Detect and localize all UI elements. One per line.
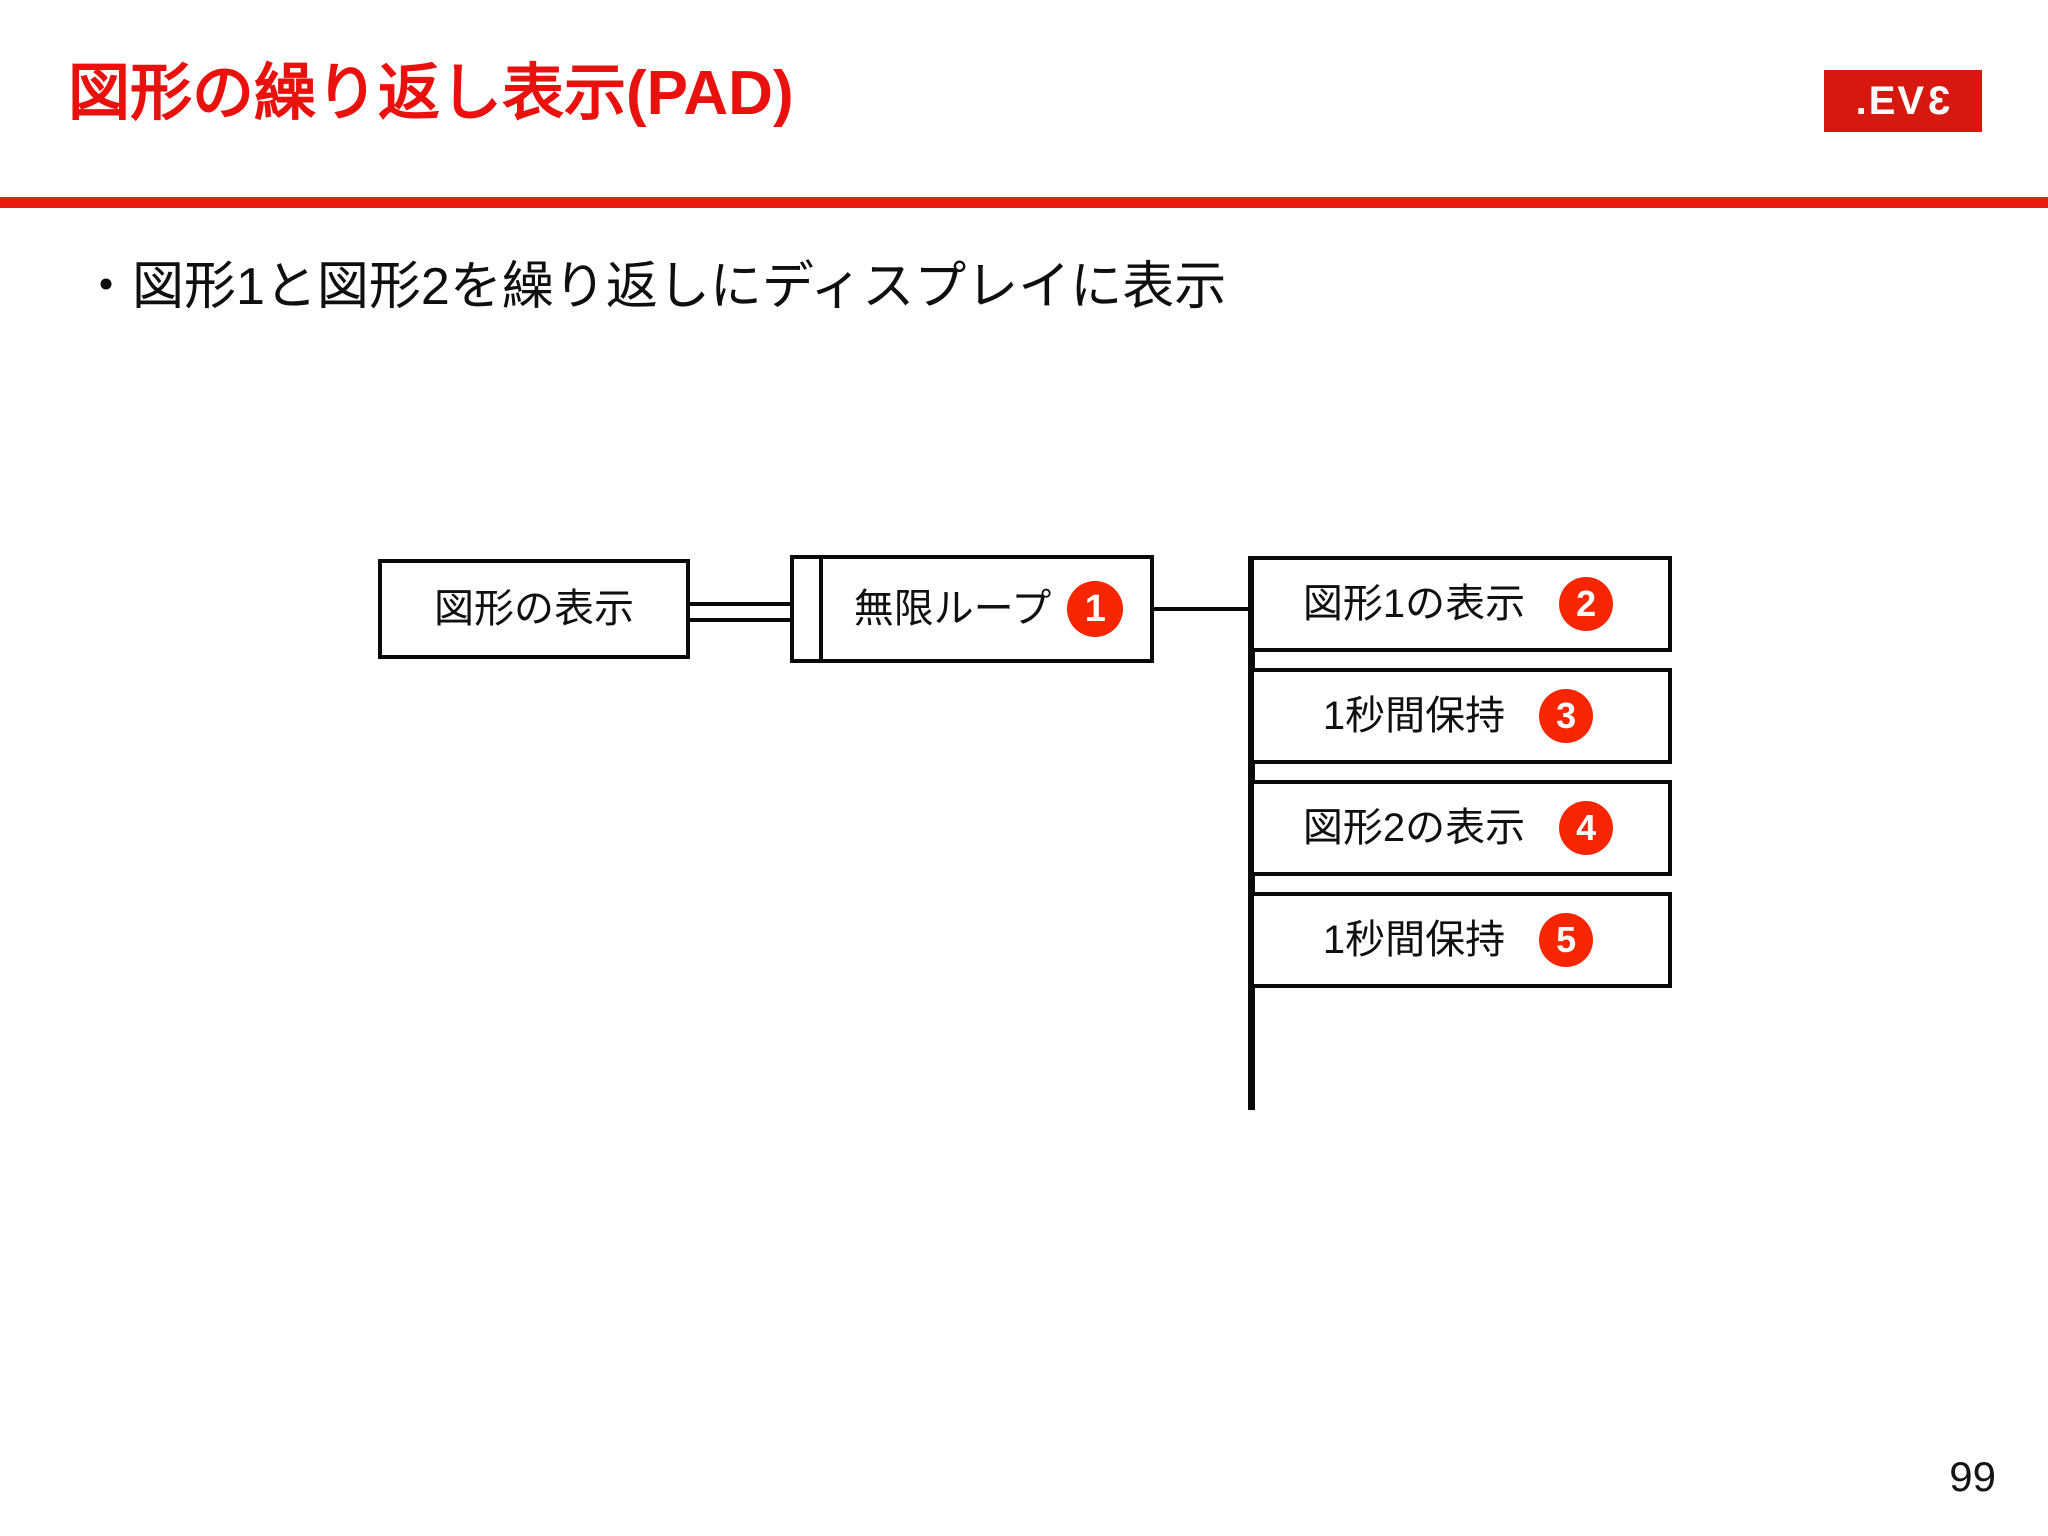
ev3-logo-text: .EV3 bbox=[1855, 79, 1951, 123]
pad-box-step-3-label: 図形2の表示 bbox=[1302, 806, 1526, 850]
connector-root-to-loop-line-upper bbox=[688, 602, 792, 606]
page-number: 99 bbox=[1949, 1453, 1996, 1500]
pad-box-loop: 無限ループ 1 bbox=[790, 555, 1154, 663]
pad-loop-content: 無限ループ 1 bbox=[827, 559, 1150, 659]
header-divider-rule bbox=[0, 197, 2048, 208]
connector-root-to-loop-line-lower bbox=[688, 618, 792, 622]
pad-box-step-1-label: 図形1の表示 bbox=[1302, 582, 1526, 626]
step-badge-5: 5 bbox=[1539, 913, 1594, 967]
page-title: 図形の繰り返し表示(PAD) bbox=[68, 59, 794, 128]
step-badge-3: 3 bbox=[1539, 689, 1594, 743]
pad-box-step-4-label: 1秒間保持 bbox=[1322, 918, 1506, 962]
pad-box-step-4: 1秒間保持 5 bbox=[1250, 892, 1672, 988]
connector-loop-to-spine bbox=[1152, 607, 1252, 611]
pad-step-3-inner: 図形2の表示 4 bbox=[1254, 784, 1668, 872]
pad-box-step-2: 1秒間保持 3 bbox=[1250, 668, 1672, 764]
ev3-logo: .EV3 bbox=[1824, 70, 1982, 132]
pad-box-root: 図形の表示 bbox=[378, 559, 690, 659]
logo-text-prefix: .EV bbox=[1855, 79, 1927, 123]
step-badge-2: 2 bbox=[1559, 577, 1614, 631]
pad-box-root-label: 図形の表示 bbox=[434, 587, 634, 631]
step-badge-1: 1 bbox=[1067, 581, 1124, 637]
pad-box-step-1: 図形1の表示 2 bbox=[1250, 556, 1672, 652]
pad-step-2-inner: 1秒間保持 3 bbox=[1254, 672, 1668, 760]
pad-box-step-3: 図形2の表示 4 bbox=[1250, 780, 1672, 876]
step-badge-4: 4 bbox=[1559, 801, 1614, 855]
pad-box-step-2-label: 1秒間保持 bbox=[1322, 694, 1506, 738]
pad-step-1-inner: 図形1の表示 2 bbox=[1254, 560, 1668, 648]
bullet-text: ・図形1と図形2を繰り返しにディスプレイに表示 bbox=[80, 258, 1227, 316]
pad-step-4-inner: 1秒間保持 5 bbox=[1254, 896, 1668, 984]
pad-box-loop-label: 無限ループ bbox=[853, 587, 1052, 631]
pad-loop-left-band bbox=[794, 559, 823, 659]
